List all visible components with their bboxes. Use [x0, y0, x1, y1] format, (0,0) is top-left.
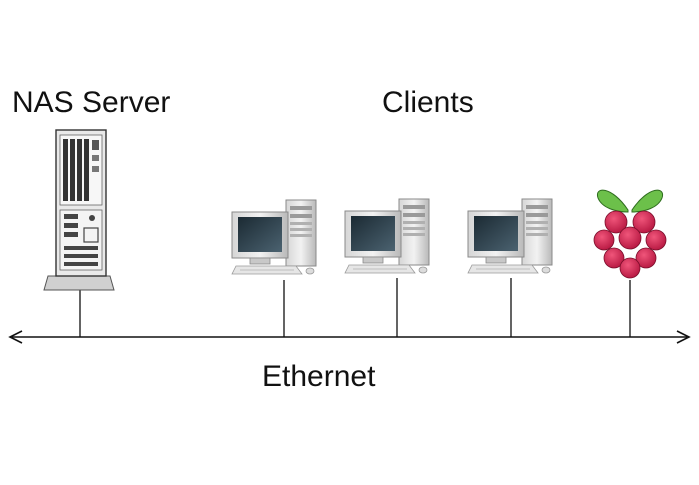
tower-server-icon — [43, 129, 115, 291]
arrow-left-icon — [8, 330, 23, 344]
ethernet-label: Ethernet — [262, 360, 376, 393]
desktop-computer-icon — [344, 198, 430, 274]
clients-label: Clients — [382, 86, 474, 119]
drop-lines — [79, 278, 631, 337]
desktop-computer-icon — [467, 198, 553, 274]
server-label: NAS Server — [12, 86, 171, 119]
raspberry-pi-icon — [593, 189, 667, 279]
ethernet-bus — [8, 330, 691, 344]
arrow-right-icon — [676, 330, 691, 344]
desktop-computer-icon — [231, 199, 317, 275]
